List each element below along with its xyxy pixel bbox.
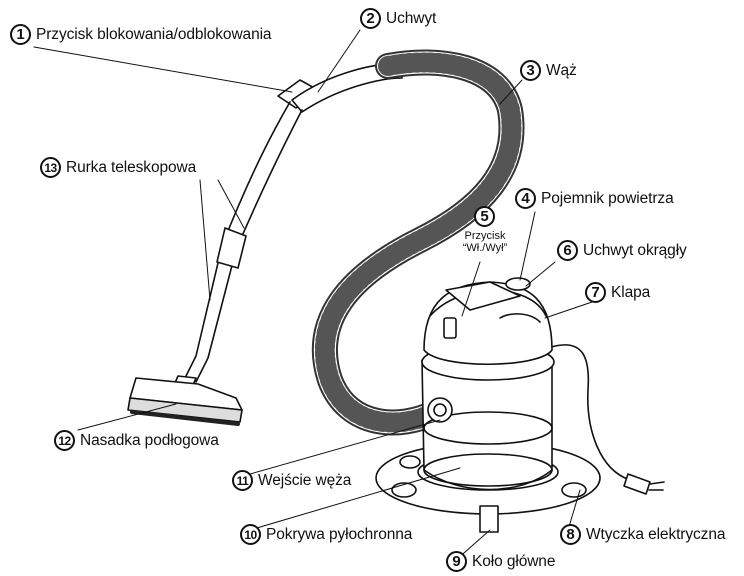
callout-1: 1 Przycisk blokowania/odblokowania — [10, 24, 271, 45]
callout-number: 6 — [557, 240, 578, 261]
callout-label-power-button-sub: “Wł./Wył” — [450, 242, 520, 254]
callout-label-lock-button: Przycisk blokowania/odblokowania — [36, 26, 271, 44]
callout-7: 7 Klapa — [585, 282, 650, 303]
callout-number: 8 — [560, 524, 581, 545]
callout-label-dust-cover: Pokrywa pyłochronna — [266, 526, 412, 544]
callout-13: 13 Rurka teleskopowa — [40, 157, 196, 178]
callout-label-handle: Uchwyt — [386, 10, 436, 28]
callout-number: 4 — [515, 188, 536, 209]
callout-number: 13 — [40, 157, 61, 178]
callout-9: 9 Koło główne — [446, 551, 555, 572]
callout-number: 1 — [10, 24, 31, 45]
callout-label-telescopic-tube: Rurka teleskopowa — [66, 159, 196, 177]
floor-nozzle — [128, 376, 242, 424]
hose-inlet — [428, 398, 452, 422]
callout-label-round-handle: Uchwyt okrągły — [583, 242, 687, 260]
callout-number: 9 — [446, 551, 467, 572]
callout-label-hose-inlet: Wejście węża — [258, 472, 351, 490]
callout-5: 5 — [474, 206, 495, 227]
callout-4: 4 Pojemnik powietrza — [515, 188, 674, 209]
callout-label-hose: Wąż — [546, 62, 577, 80]
motor-head — [424, 278, 552, 364]
callout-number: 2 — [360, 8, 381, 29]
callout-label-floor-nozzle: Nasadka podłogowa — [80, 432, 219, 450]
callout-label-power-button: Przycisk — [450, 230, 520, 242]
callout-2: 2 Uchwyt — [360, 8, 436, 29]
callout-11: 11 Wejście węża — [232, 470, 351, 491]
callout-number: 7 — [585, 282, 606, 303]
callout-5-label: Przycisk “Wł./Wył” — [450, 230, 520, 254]
telescopic-tube — [184, 102, 302, 382]
callout-number: 11 — [232, 470, 253, 491]
callout-label-air-container: Pojemnik powietrza — [541, 190, 674, 208]
callout-label-plug: Wtyczka elektryczna — [586, 526, 725, 544]
callout-label-main-wheel: Koło główne — [472, 553, 555, 571]
callout-6: 6 Uchwyt okrągły — [557, 240, 687, 261]
callout-number: 5 — [474, 206, 495, 227]
callout-8: 8 Wtyczka elektryczna — [560, 524, 725, 545]
callout-10: 10 Pokrywa pyłochronna — [240, 524, 412, 545]
callout-number: 10 — [240, 524, 261, 545]
callout-number: 12 — [54, 430, 75, 451]
callout-12: 12 Nasadka podłogowa — [54, 430, 219, 451]
callout-number: 3 — [520, 60, 541, 81]
callout-label-flap: Klapa — [611, 284, 650, 302]
callout-3: 3 Wąż — [520, 60, 577, 81]
